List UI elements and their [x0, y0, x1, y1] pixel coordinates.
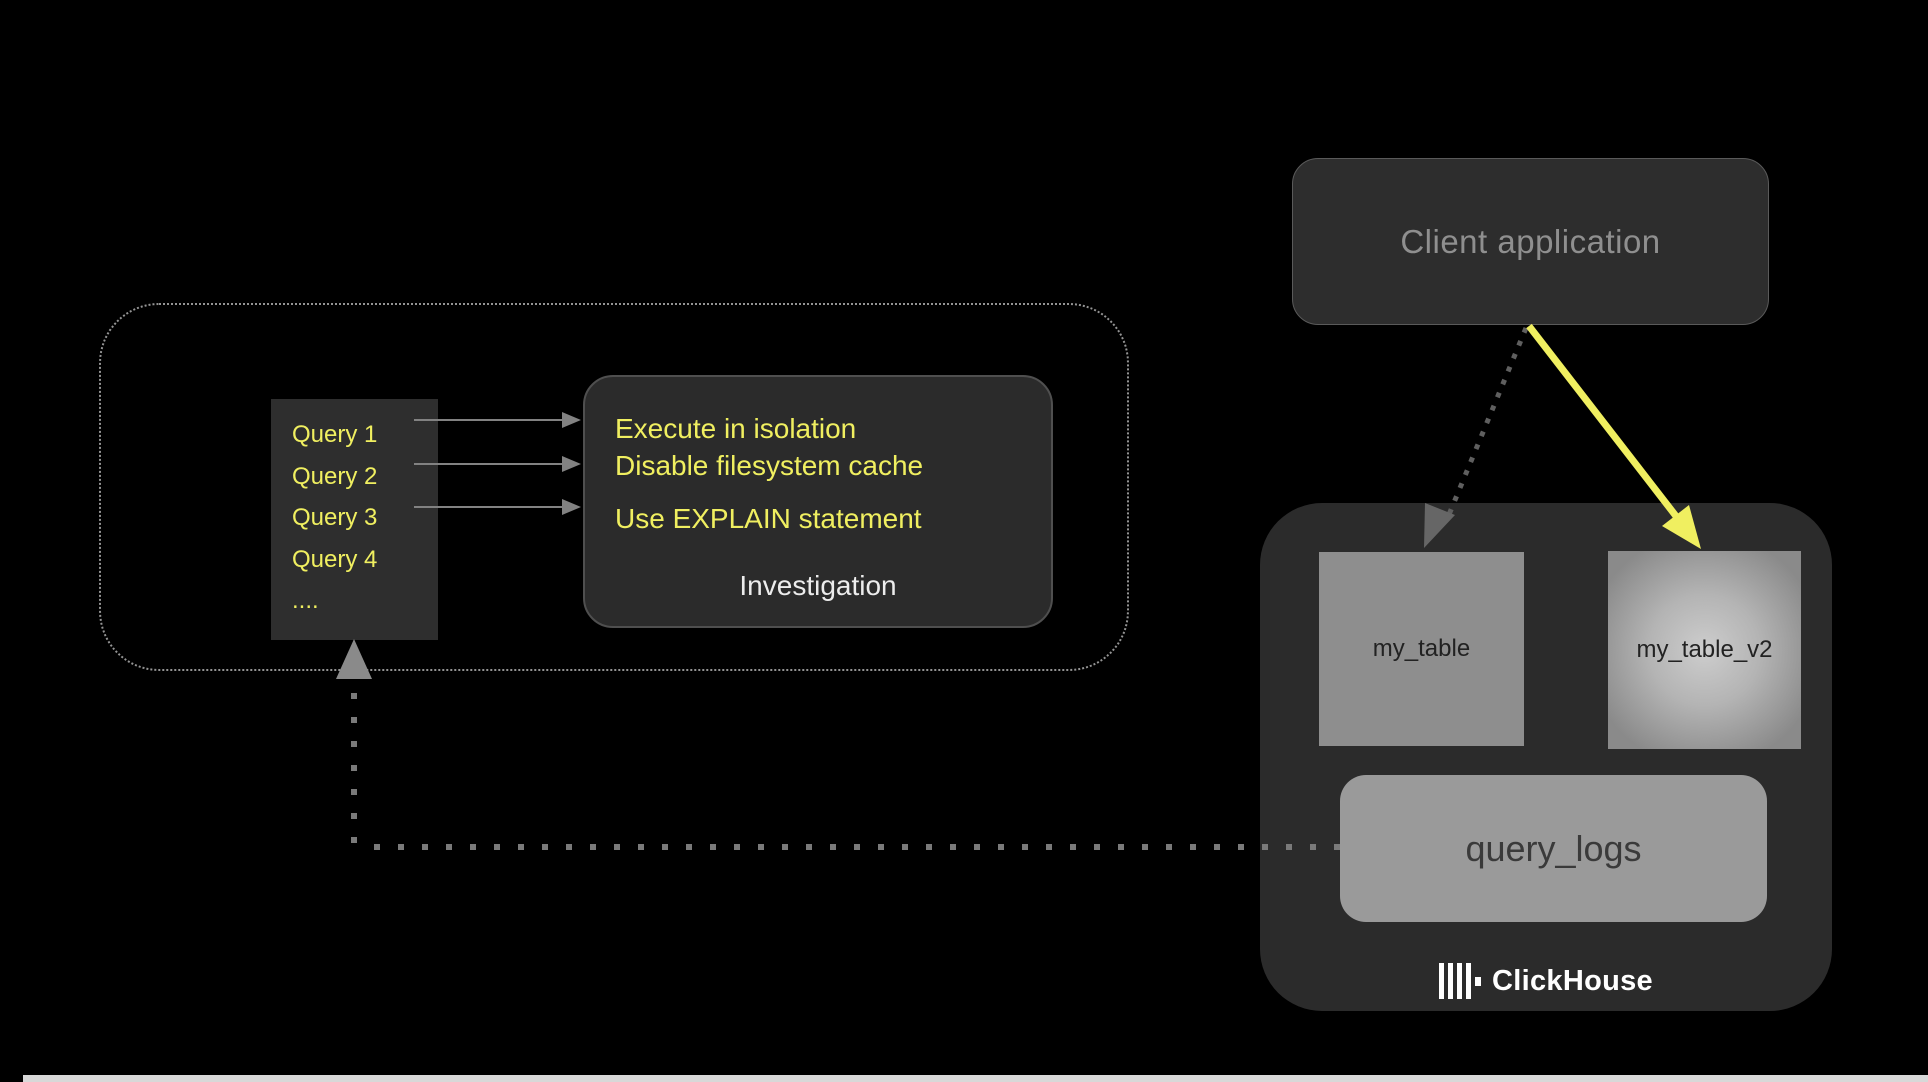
query-item: Query 2	[292, 462, 378, 490]
clickhouse-container: my_table my_table_v2 query_logs ClickHou…	[1260, 503, 1832, 1011]
client-application-node: Client application	[1292, 158, 1769, 325]
my-table-node: my_table	[1319, 552, 1524, 746]
query-item-ellipsis: ....	[292, 587, 319, 614]
window-edge-strip	[23, 1075, 1928, 1082]
my-table-v2-label: my_table_v2	[1636, 636, 1773, 663]
queries-list: Query 1 Query 2 Query 3 Query 4 ....	[271, 399, 438, 622]
query-logs-node: query_logs	[1340, 775, 1767, 922]
client-application-label: Client application	[1400, 222, 1661, 260]
investigation-node: Execute in isolation Disable filesystem …	[583, 375, 1053, 628]
query-item: Query 1	[292, 421, 378, 448]
query-item: Query 3	[292, 504, 378, 531]
investigation-group-outline	[99, 303, 1129, 671]
my-table-label: my_table	[1372, 635, 1471, 662]
investigation-note: Execute in isolation	[615, 413, 857, 444]
clickhouse-logo-icon	[1439, 963, 1482, 999]
my-table-v2-node: my_table_v2	[1608, 551, 1801, 749]
clickhouse-brand-name: ClickHouse	[1492, 964, 1653, 997]
queries-list-node: Query 1 Query 2 Query 3 Query 4 ....	[271, 399, 438, 640]
clickhouse-brand: ClickHouse	[1260, 963, 1832, 999]
investigation-note: Disable filesystem cache	[615, 450, 924, 481]
investigation-note: Use EXPLAIN statement	[615, 503, 922, 534]
investigation-label: Investigation	[739, 570, 897, 601]
query-logs-label: query_logs	[1465, 827, 1642, 869]
query-item: Query 4	[292, 545, 378, 573]
